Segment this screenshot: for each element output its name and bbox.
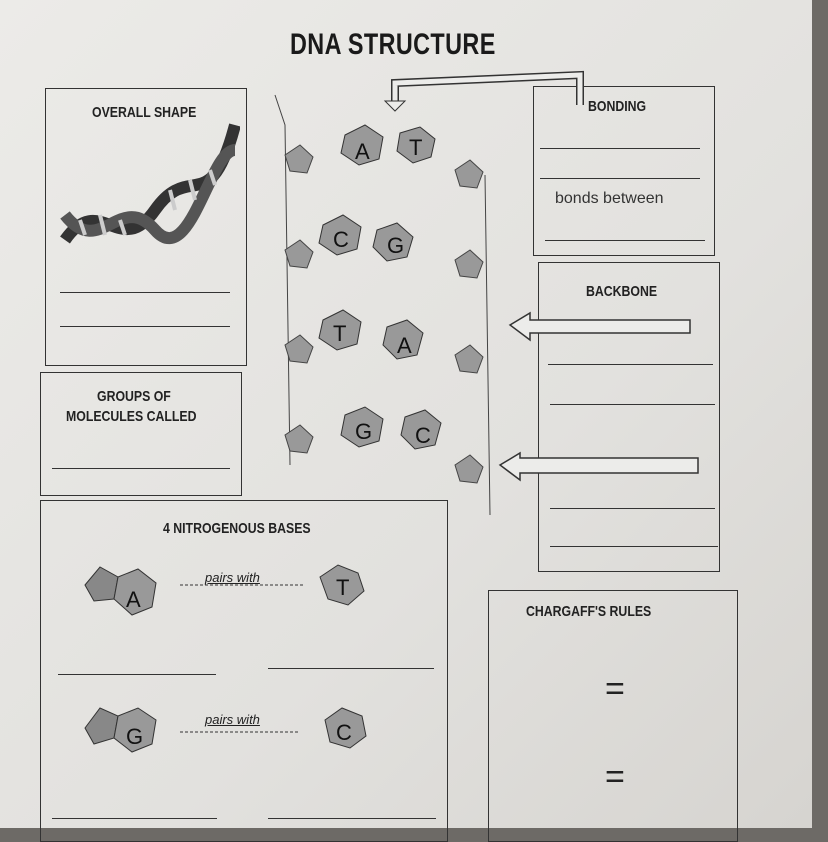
answer-line[interactable] — [540, 178, 700, 179]
answer-line[interactable] — [268, 668, 434, 669]
adenine-thymine-pair: A T — [84, 564, 365, 616]
groups-box — [40, 372, 242, 496]
bonding-box — [533, 86, 715, 256]
page-title: DNA STRUCTURE — [290, 28, 496, 61]
guanine-cytosine-pair: G C — [84, 707, 367, 753]
base-c-label: C — [336, 720, 352, 745]
answer-line[interactable] — [550, 546, 718, 547]
answer-line[interactable] — [60, 292, 230, 293]
backbone-box — [538, 262, 720, 572]
dna-structure-diagram: A T C G T A G C — [274, 70, 699, 516]
base-label: T — [333, 321, 346, 346]
base-label: G — [355, 419, 372, 444]
pairs-with-label: pairs with — [205, 712, 260, 727]
equals-sign: = — [605, 758, 625, 796]
pairs-with-label: pairs with — [205, 570, 260, 585]
chargaff-heading: CHARGAFF'S RULES — [526, 603, 652, 620]
answer-line[interactable] — [548, 364, 713, 365]
base-label: A — [397, 333, 412, 358]
bonds-between-text: bonds between — [555, 190, 664, 207]
groups-heading-1: GROUPS OF — [97, 388, 171, 405]
base-label: G — [387, 233, 404, 258]
base-label: C — [415, 423, 431, 448]
answer-line[interactable] — [52, 468, 230, 469]
base-a-label: A — [126, 587, 141, 612]
base-label: C — [333, 227, 349, 252]
base-t-label: T — [336, 575, 349, 600]
answer-line[interactable] — [545, 240, 705, 241]
double-helix-icon — [60, 123, 240, 245]
answer-line[interactable] — [52, 818, 217, 819]
base-label: T — [409, 135, 422, 160]
groups-heading-2: MOLECULES CALLED — [66, 408, 197, 425]
answer-line[interactable] — [58, 674, 216, 675]
bonding-heading: BONDING — [588, 98, 647, 115]
backbone-arrows — [498, 311, 699, 482]
base-label: A — [355, 139, 370, 164]
answer-line[interactable] — [268, 818, 436, 819]
answer-line[interactable] — [550, 404, 715, 405]
overall-shape-box — [45, 88, 247, 366]
answer-line[interactable] — [550, 508, 715, 509]
chargaff-box — [488, 590, 738, 842]
bases-heading: 4 NITROGENOUS BASES — [163, 520, 311, 537]
equals-sign: = — [605, 670, 625, 708]
answer-line[interactable] — [60, 326, 230, 327]
overall-shape-heading: OVERALL SHAPE — [92, 104, 197, 121]
backbone-heading: BACKBONE — [586, 283, 658, 300]
base-g-label: G — [126, 724, 143, 749]
answer-line[interactable] — [540, 148, 700, 149]
